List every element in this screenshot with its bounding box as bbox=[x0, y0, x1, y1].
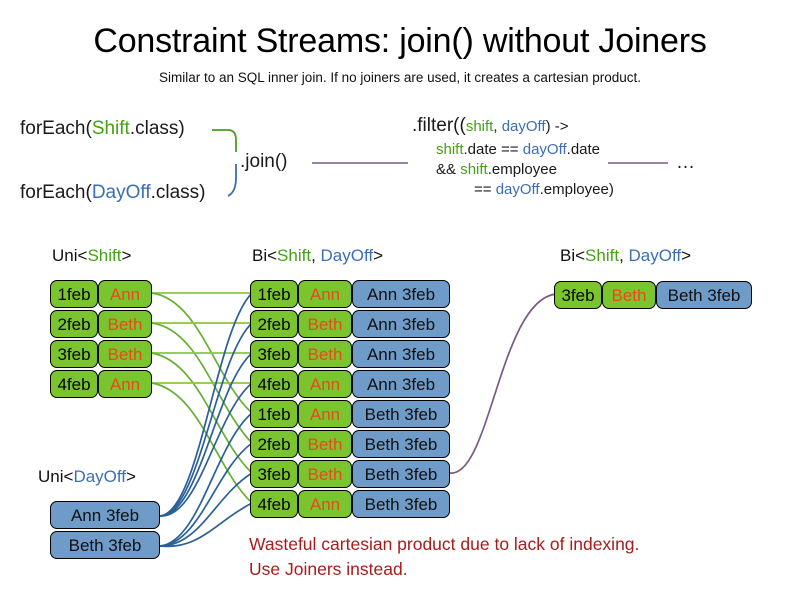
warning-note-line-2: Use Joiners instead. bbox=[249, 559, 408, 580]
filter-line-3: && shift.employee bbox=[436, 162, 614, 177]
bi-card-employee: Beth bbox=[298, 310, 352, 338]
result-card-employee: Beth bbox=[602, 281, 656, 309]
code-foreach-dayoff: forEach(DayOff.class) bbox=[20, 182, 206, 204]
code-ellipsis: … bbox=[676, 152, 697, 173]
filter-l3-end: .employee bbox=[487, 161, 557, 178]
bi-card-date: 3feb bbox=[250, 340, 298, 368]
shift-card-date: 3feb bbox=[50, 340, 98, 368]
shift-card-employee: Beth bbox=[98, 340, 152, 368]
bi-right-b: DayOff bbox=[628, 246, 682, 265]
shift-card-date: 1feb bbox=[50, 280, 98, 308]
bi-card-employee: Beth bbox=[298, 430, 352, 458]
uni-shift-prefix: Uni< bbox=[52, 246, 88, 265]
bi-mid-suffix: > bbox=[373, 246, 384, 265]
bi-card-date: 2feb bbox=[250, 430, 298, 458]
uni-shift-suffix: > bbox=[121, 246, 132, 265]
filter-l4-dayoff: dayOff bbox=[495, 181, 540, 198]
filter-param-dayoff: dayOff bbox=[501, 118, 546, 135]
page-subtitle: Similar to an SQL inner join. If no join… bbox=[159, 70, 641, 85]
bi-card-dayoff: Ann 3feb bbox=[352, 370, 450, 398]
uni-dayoff-prefix: Uni< bbox=[38, 467, 74, 486]
filter-l4-eq: == bbox=[474, 181, 496, 198]
bi-card-dayoff: Ann 3feb bbox=[352, 280, 450, 308]
filter-comma: , bbox=[493, 118, 502, 135]
foreach-dayoff-suffix: .class) bbox=[150, 182, 206, 203]
bi-card-date: 1feb bbox=[250, 280, 298, 308]
bi-card-date: 2feb bbox=[250, 310, 298, 338]
foreach-dayoff-type: DayOff bbox=[91, 182, 151, 203]
bi-card-dayoff: Beth 3feb bbox=[352, 430, 450, 458]
bi-card-dayoff: Ann 3feb bbox=[352, 340, 450, 368]
label-uni-dayoff: Uni<DayOff> bbox=[38, 467, 136, 487]
filter-line-2: shift.date == dayOff.date bbox=[436, 142, 614, 157]
bi-card-date: 4feb bbox=[250, 490, 298, 518]
filter-l2-dayoff: dayOff bbox=[522, 141, 567, 158]
filter-l3-shift: shift bbox=[460, 161, 488, 178]
dayoff-card: Ann 3feb bbox=[50, 501, 160, 529]
uni-dayoff-suffix: > bbox=[126, 467, 136, 486]
bi-card-dayoff: Beth 3feb bbox=[352, 400, 450, 428]
uni-dayoff-type: DayOff bbox=[73, 467, 127, 486]
bi-card-date: 4feb bbox=[250, 370, 298, 398]
filter-l3-and: && bbox=[436, 161, 461, 178]
bi-card-date: 3feb bbox=[250, 460, 298, 488]
bi-mid-prefix: Bi< bbox=[252, 246, 278, 265]
bi-card-dayoff: Beth 3feb bbox=[352, 490, 450, 518]
warning-note: Wasteful cartesian product due to lack o… bbox=[249, 532, 639, 582]
bi-right-suffix: > bbox=[681, 246, 692, 265]
shift-card-date: 4feb bbox=[50, 370, 98, 398]
shift-card-date: 2feb bbox=[50, 310, 98, 338]
result-card-dayoff: Beth 3feb bbox=[656, 281, 752, 309]
filter-open: .filter(( bbox=[412, 115, 466, 136]
uni-shift-type: Shift bbox=[87, 246, 122, 265]
bi-card-employee: Ann bbox=[298, 370, 352, 398]
shift-card-employee: Ann bbox=[98, 370, 152, 398]
bi-mid-a: Shift bbox=[277, 246, 312, 265]
bi-right-comma: , bbox=[619, 246, 629, 265]
bi-card-dayoff: Beth 3feb bbox=[352, 460, 450, 488]
filter-l2-end: .date bbox=[566, 141, 601, 158]
result-card-date: 3feb bbox=[554, 281, 602, 309]
dayoff-card: Beth 3feb bbox=[50, 531, 160, 559]
bi-card-employee: Ann bbox=[298, 280, 352, 308]
bi-card-employee: Beth bbox=[298, 340, 352, 368]
foreach-shift-prefix: forEach( bbox=[20, 118, 92, 139]
filter-l2-shift: shift bbox=[436, 141, 464, 158]
bi-mid-comma: , bbox=[311, 246, 321, 265]
bi-card-employee: Ann bbox=[298, 490, 352, 518]
foreach-shift-suffix: .class) bbox=[129, 118, 185, 139]
shift-card-employee: Beth bbox=[98, 310, 152, 338]
label-uni-shift: Uni<Shift> bbox=[52, 246, 131, 266]
filter-l4-end: .employee) bbox=[539, 181, 614, 198]
code-join-label: .join() bbox=[240, 151, 288, 172]
label-bi-right: Bi<Shift, DayOff> bbox=[560, 246, 691, 266]
filter-arrow: ) -> bbox=[545, 118, 569, 135]
bi-card-employee: Ann bbox=[298, 400, 352, 428]
filter-l2-mid: .date == bbox=[463, 141, 523, 158]
code-foreach-shift: forEach(Shift.class) bbox=[20, 118, 185, 140]
bi-card-date: 1feb bbox=[250, 400, 298, 428]
code-filter-block: .filter((shift, dayOff) -> shift.date ==… bbox=[412, 116, 614, 197]
label-bi-middle: Bi<Shift, DayOff> bbox=[252, 246, 383, 266]
foreach-shift-type: Shift bbox=[91, 118, 130, 139]
page-title: Constraint Streams: join() without Joine… bbox=[93, 22, 707, 60]
bi-mid-b: DayOff bbox=[320, 246, 374, 265]
foreach-dayoff-prefix: forEach( bbox=[20, 182, 92, 203]
filter-line-1: .filter((shift, dayOff) -> bbox=[412, 116, 614, 135]
bi-right-a: Shift bbox=[585, 246, 620, 265]
filter-line-4: == dayOff.employee) bbox=[474, 182, 614, 197]
bi-card-dayoff: Ann 3feb bbox=[352, 310, 450, 338]
bi-card-employee: Beth bbox=[298, 460, 352, 488]
filter-param-shift: shift bbox=[465, 118, 494, 135]
bi-right-prefix: Bi< bbox=[560, 246, 586, 265]
warning-note-line-1: Wasteful cartesian product due to lack o… bbox=[249, 534, 640, 554]
shift-card-employee: Ann bbox=[98, 280, 152, 308]
